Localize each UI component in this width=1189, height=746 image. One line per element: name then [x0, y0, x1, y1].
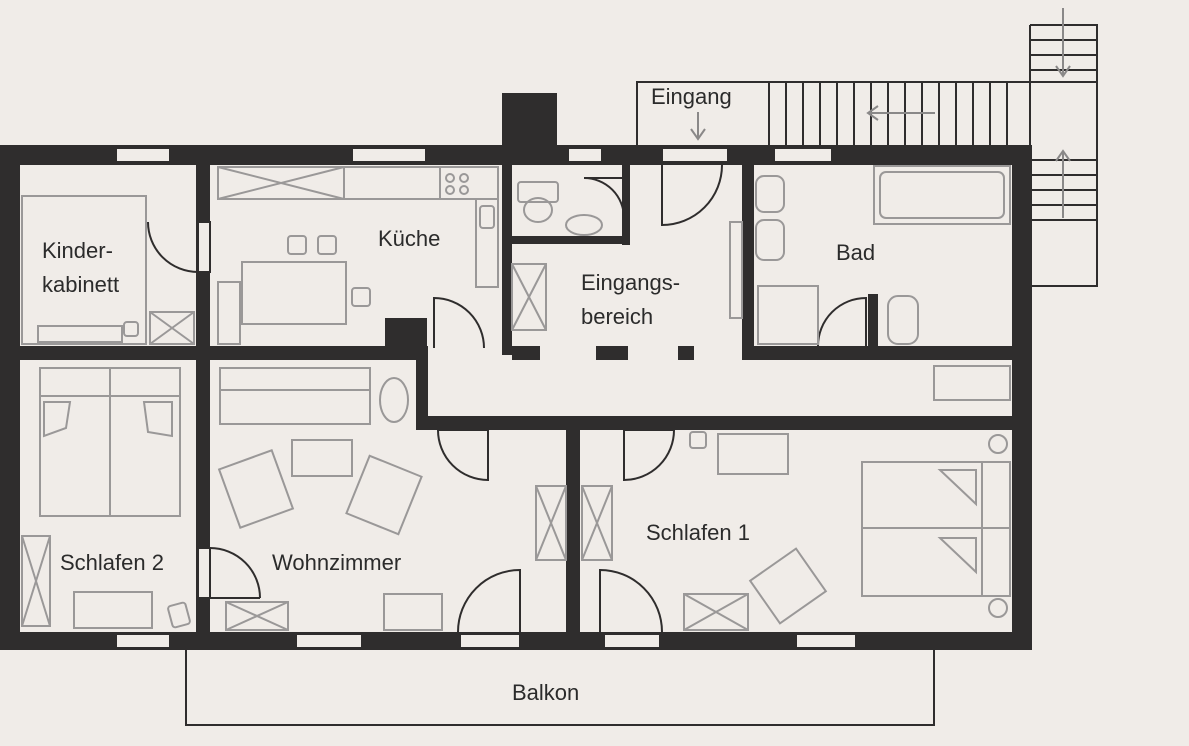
walls	[0, 93, 1032, 650]
room-label-balkon: Balkon	[512, 680, 579, 705]
room-label-schlafen-1: Schlafen 1	[646, 520, 750, 545]
room-label-kinderkabinett-2: kabinett	[42, 272, 119, 297]
room-labels: Kinder- kabinett Küche Eingangs- bereich…	[42, 84, 875, 705]
doors	[147, 164, 867, 633]
room-label-schlafen-2: Schlafen 2	[60, 550, 164, 575]
room-label-kueche: Küche	[378, 226, 440, 251]
room-label-bad: Bad	[836, 240, 875, 265]
room-label-kinderkabinett-1: Kinder-	[42, 238, 113, 263]
entrance-label: Eingang	[651, 84, 732, 109]
balcony	[185, 650, 935, 726]
stair-arrows	[690, 8, 1071, 218]
windows	[115, 147, 857, 649]
room-label-eingangsbereich-1: Eingangs-	[581, 270, 680, 295]
room-label-wohnzimmer: Wohnzimmer	[272, 550, 401, 575]
furniture	[21, 165, 1011, 631]
room-label-eingangsbereich-2: bereich	[581, 304, 653, 329]
